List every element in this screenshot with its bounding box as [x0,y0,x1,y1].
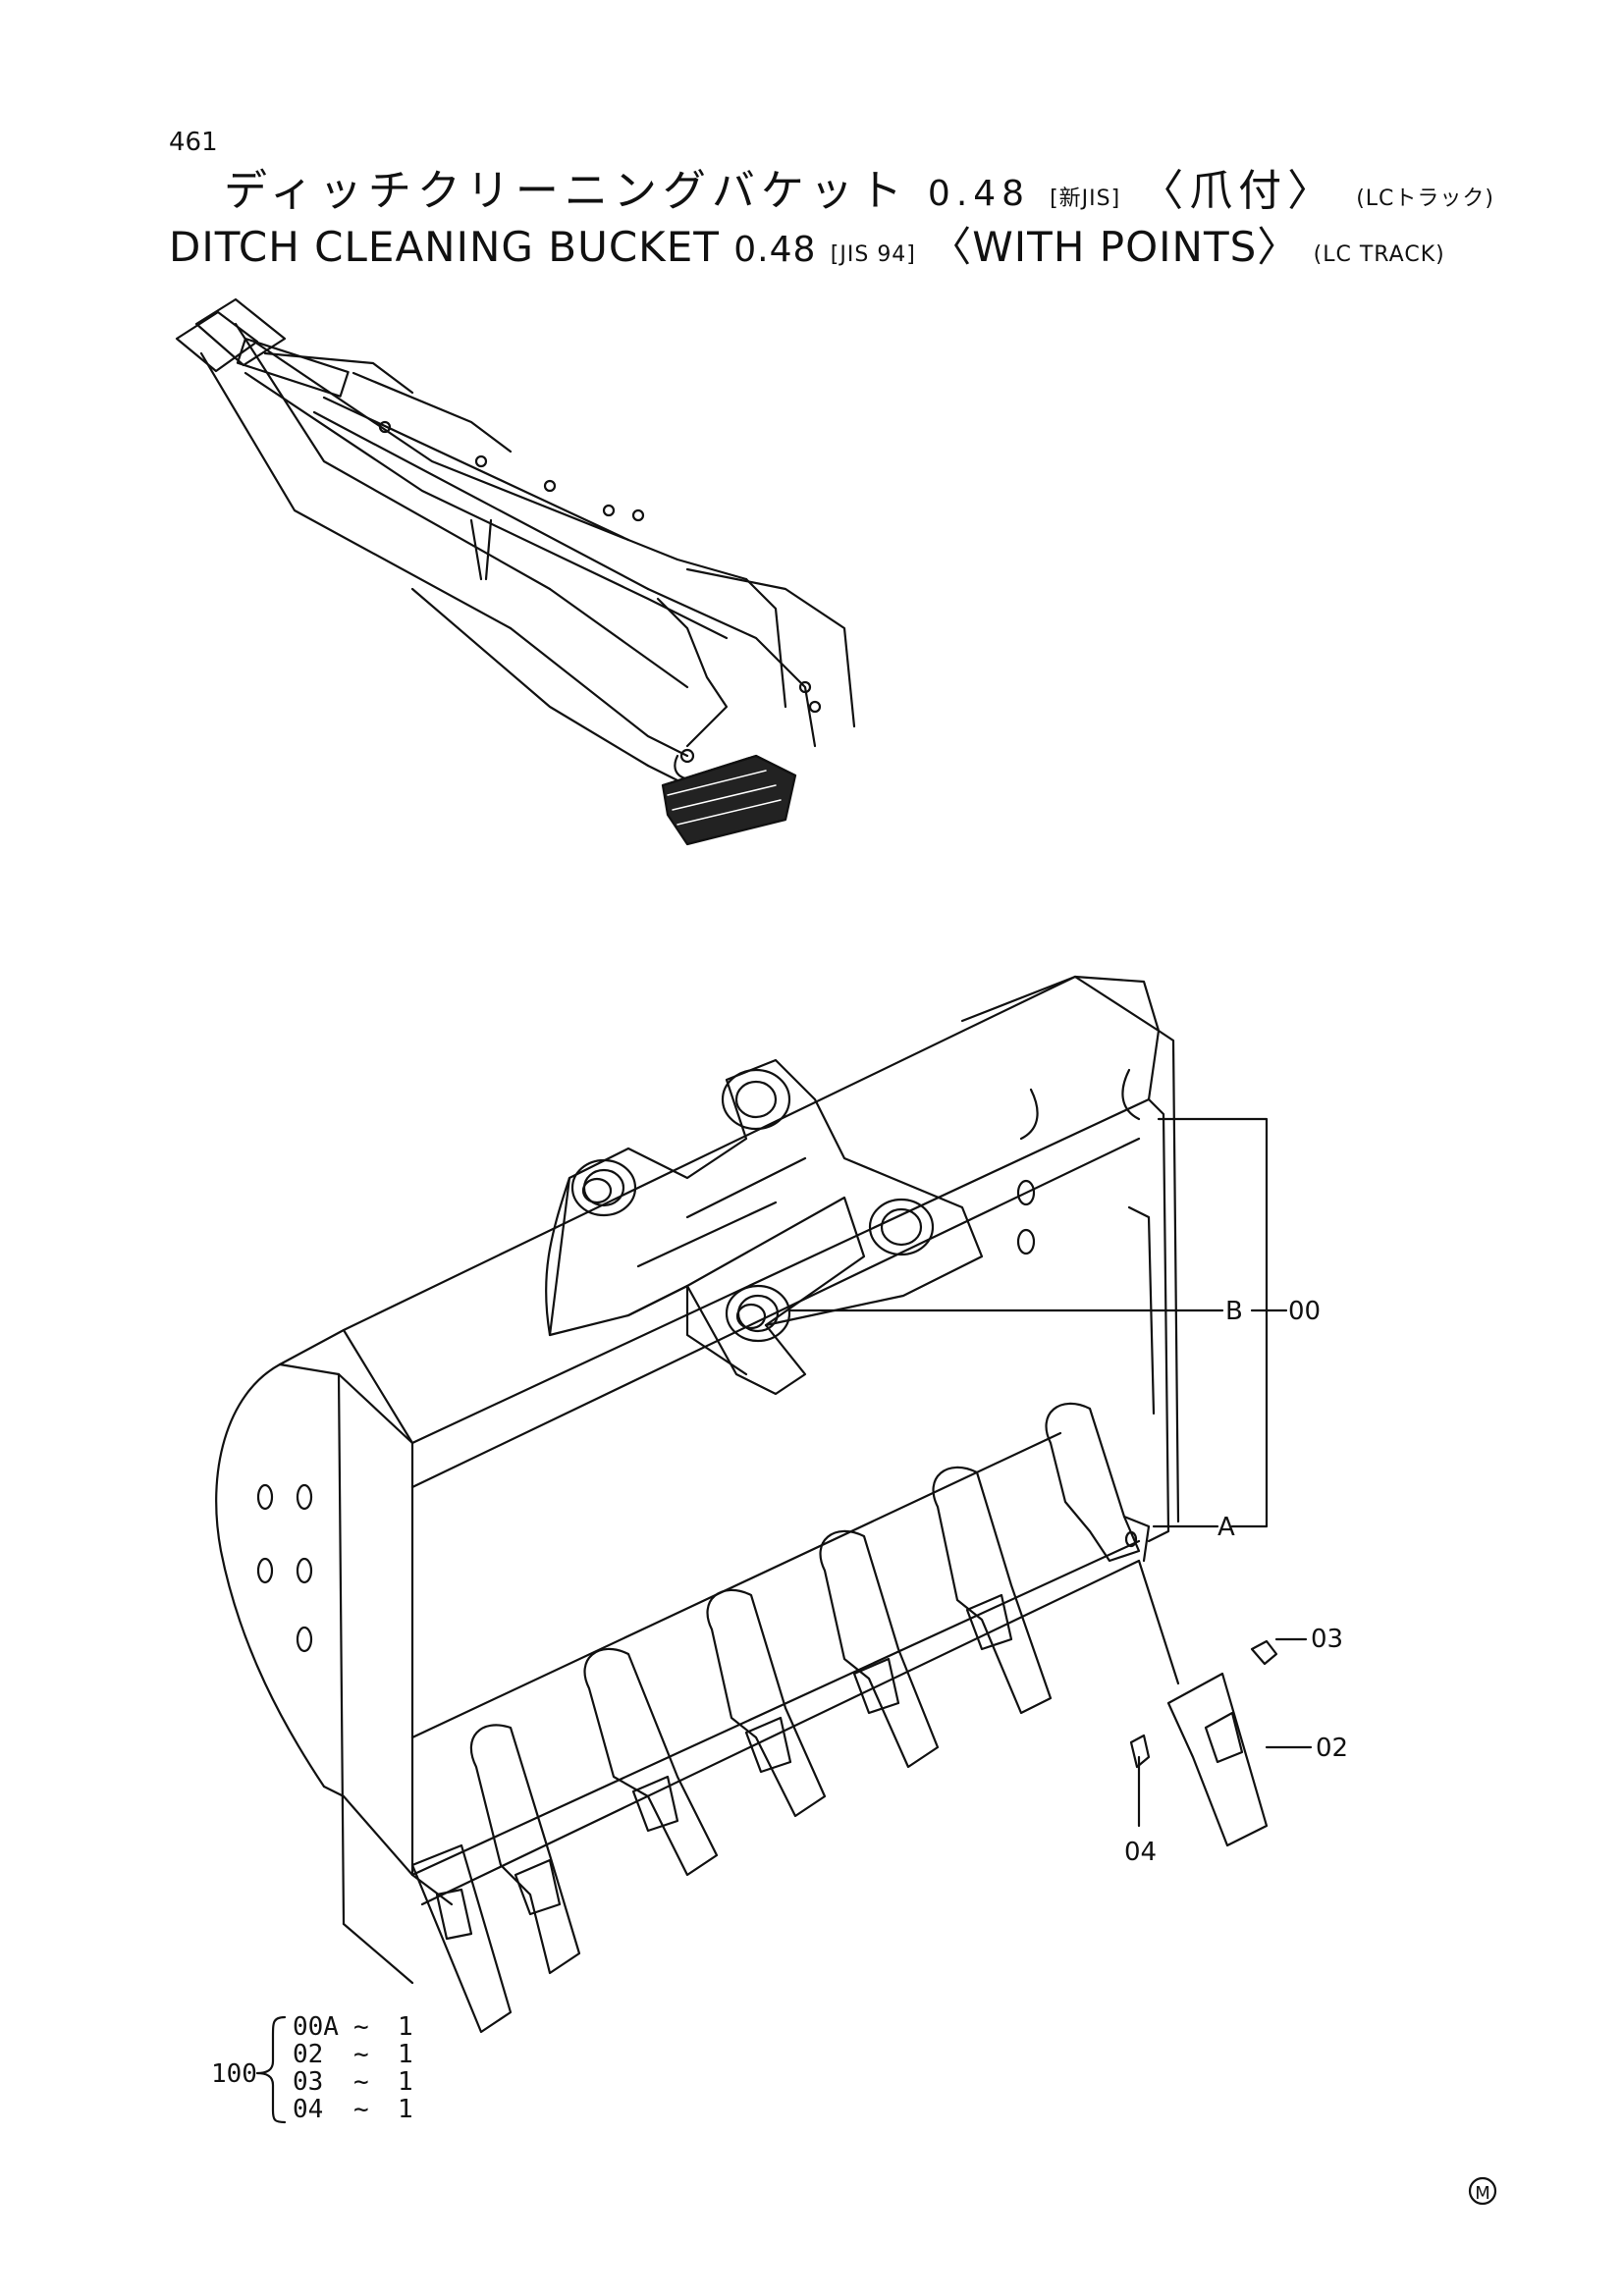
kit-line-1-sep: ~ [353,2012,369,2042]
kit-line-2-part: 02 [293,2040,323,2069]
callout-part-00: 00 [1288,1297,1321,1326]
title-japanese: ディッチクリーニングバケット 0.48 [新JIS] 〈爪付〉 (LCトラック) [224,155,1494,218]
title-en-standard: [JIS 94] [830,242,916,267]
kit-line-3-qty: 1 [398,2067,413,2097]
kit-line-4-part: 04 [293,2095,323,2124]
callout-label-a: A [1217,1513,1235,1542]
bucket-teeth [410,1402,1278,2034]
boom-arm-overview [175,297,856,787]
title-en-option: 〈WITH POINTS〉 [930,223,1300,271]
title-jp-track: (LCトラック) [1356,187,1494,211]
callout-part-03: 03 [1311,1625,1343,1654]
corner-mark-letter: M [1475,2183,1490,2204]
kit-line-1-part: 00A [293,2012,339,2042]
ditch-cleaning-bucket [215,975,1278,2034]
callout-label-b: B [1225,1297,1243,1326]
title-en-name: DITCH CLEANING BUCKET [169,223,720,271]
title-english: DITCH CLEANING BUCKET 0.48 [JIS 94] 〈WIT… [169,214,1445,274]
kit-line-3-sep: ~ [353,2067,369,2097]
kit-line-2-qty: 1 [398,2040,413,2069]
kit-line-3-part: 03 [293,2067,323,2097]
kit-line-1-qty: 1 [398,2012,413,2042]
kit-line-4-sep: ~ [353,2095,369,2124]
kit-lines: 00A ~ 1 02 ~ 1 03 ~ 1 04 ~ 1 [293,2012,413,2124]
title-en-track: (LC TRACK) [1313,242,1445,267]
title-jp-option: 〈爪付〉 [1140,166,1337,216]
callout-part-02: 02 [1316,1734,1348,1763]
callout-part-04: 04 [1124,1838,1157,1867]
title-en-capacity: 0.48 [733,230,817,270]
title-jp-standard: [新JIS] [1050,187,1121,211]
kit-number: 100 [211,2059,257,2089]
page-number: 461 [169,128,218,157]
kit-line-2-sep: ~ [353,2040,369,2069]
callout-leaders [255,1117,1313,2124]
bucket-overview-icon [661,754,797,846]
kit-line-4-qty: 1 [398,2095,413,2124]
title-jp-name: ディッチクリーニングバケット [224,166,908,216]
title-jp-capacity: 0.48 [927,174,1031,214]
corner-mark-circle [1468,2176,1497,2206]
